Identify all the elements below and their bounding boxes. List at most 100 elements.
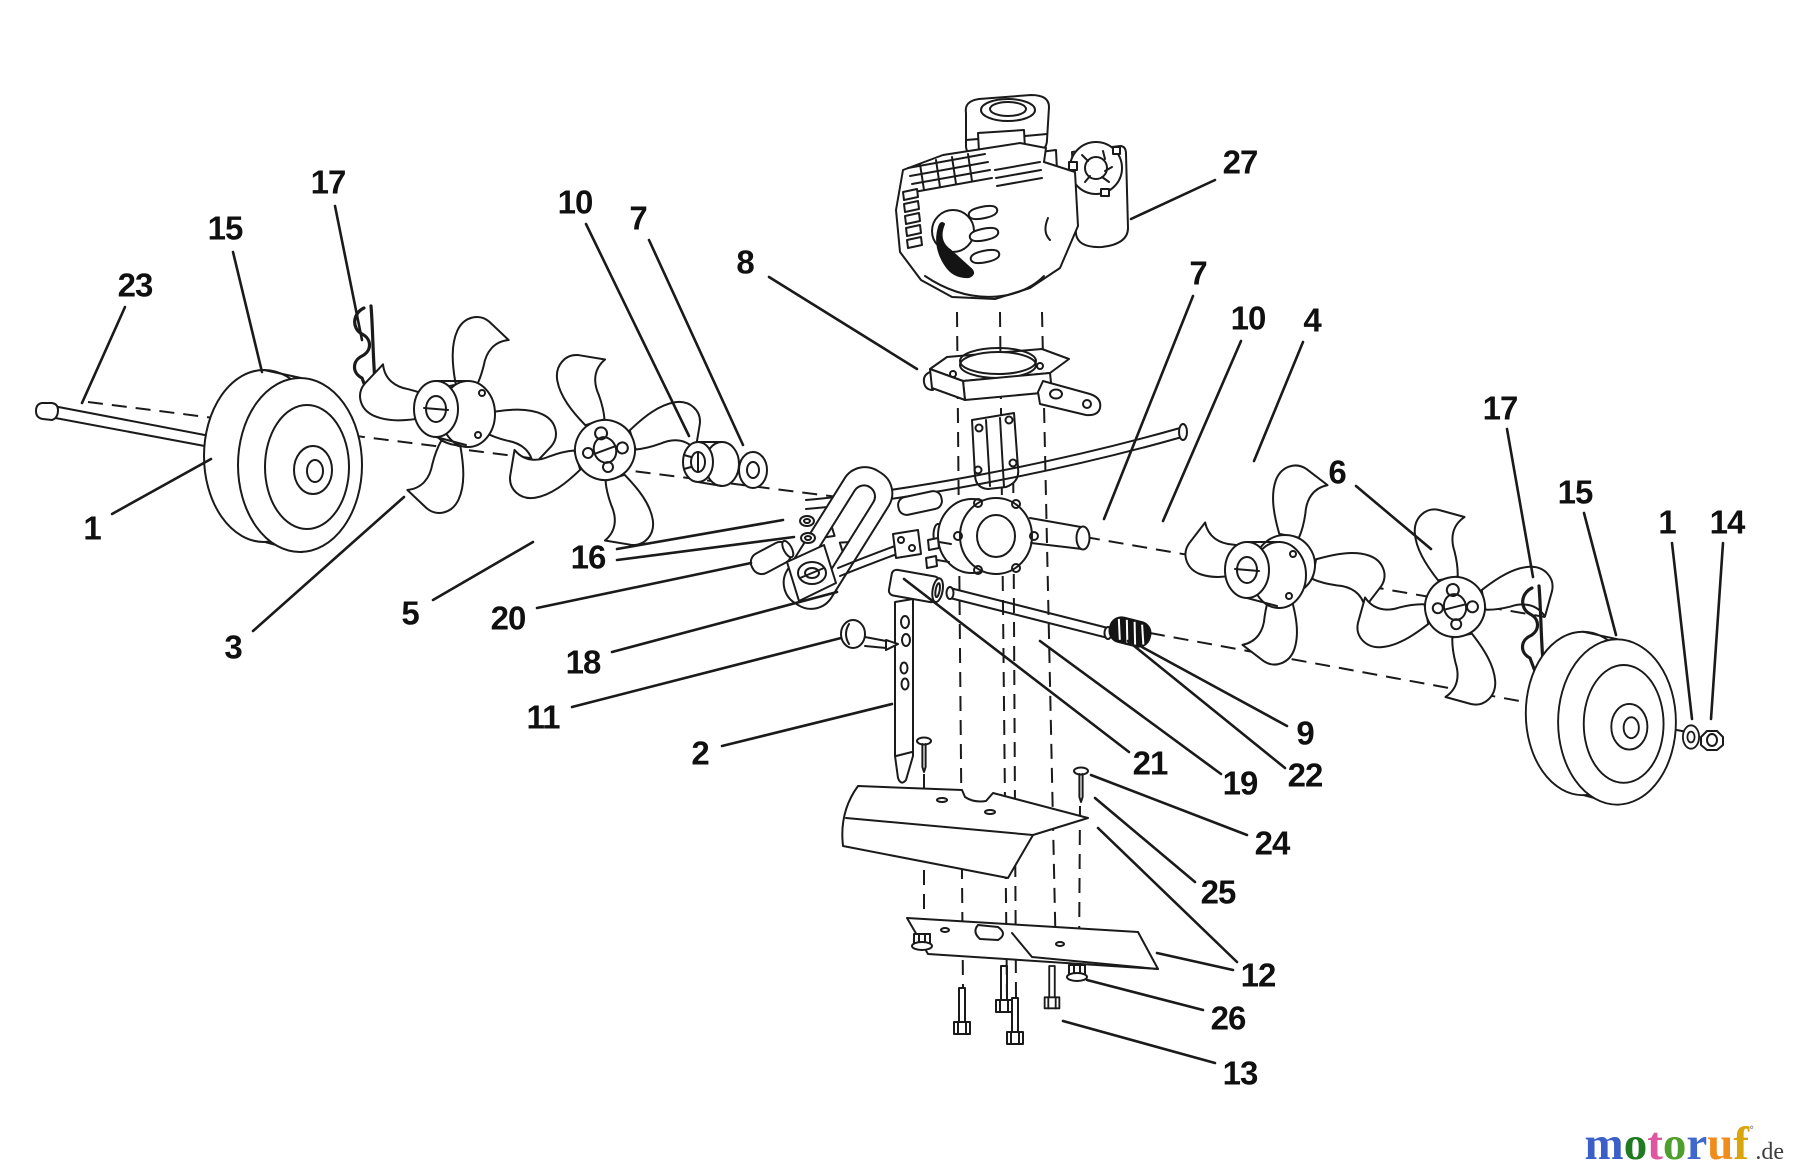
left-wheel	[203, 369, 363, 553]
callout-24: 24	[1254, 824, 1291, 862]
leader-line-17-right	[1505, 427, 1535, 579]
motoruf-logo[interactable]: motoruf˚.de	[1585, 1121, 1784, 1168]
gearbox	[932, 412, 1091, 575]
logo-letter: r	[1686, 1118, 1708, 1170]
callout-18: 18	[565, 643, 602, 681]
bolt-13a	[953, 987, 971, 1035]
callout-12: 12	[1240, 956, 1277, 994]
callout-7-left: 7	[629, 199, 647, 237]
right-wheel	[1524, 630, 1677, 806]
leader-line-23	[80, 305, 127, 405]
bracket-plate-18	[786, 544, 837, 602]
leader-line-20	[535, 561, 753, 610]
logo-mark: ˚	[1749, 1124, 1755, 1141]
leader-line-16	[615, 518, 785, 551]
leader-line-9	[1140, 645, 1289, 728]
gearbox-side-bracket	[837, 529, 952, 577]
callout-10-left: 10	[557, 183, 594, 221]
leader-line-18	[610, 590, 839, 654]
tine-3-hub	[413, 380, 496, 448]
leader-line-13	[1061, 1019, 1217, 1065]
callout-1-left: 1	[83, 509, 101, 547]
callout-4: 4	[1303, 301, 1321, 339]
depth-stake	[894, 598, 914, 784]
callout-6: 6	[1328, 453, 1346, 491]
logo-letter: u	[1707, 1118, 1734, 1170]
logo-letter: o	[1662, 1118, 1687, 1170]
callout-17-right: 17	[1482, 389, 1519, 427]
leader-line-15-left	[231, 250, 264, 374]
leader-line-1-left	[110, 457, 213, 516]
callout-19: 19	[1222, 764, 1259, 802]
screw-24-25	[1073, 766, 1089, 803]
drive-hub-left	[682, 441, 740, 487]
bolt-13d	[1043, 965, 1061, 1010]
leader-lines	[80, 178, 1725, 1065]
screw-front	[916, 736, 932, 773]
leader-line-19	[1038, 639, 1223, 776]
skid-plate-26	[906, 917, 1159, 970]
leader-line-17-left	[333, 204, 364, 342]
logo-letter: f	[1733, 1118, 1750, 1170]
tine-rod-19	[945, 586, 1113, 640]
leader-line-6	[1354, 484, 1433, 551]
leader-line-11	[570, 636, 843, 709]
leader-line-5	[431, 540, 535, 602]
leader-line-15-right	[1582, 511, 1618, 637]
callout-8: 8	[736, 243, 754, 281]
flange-nut-26	[1066, 964, 1088, 982]
bracket-nuts	[799, 515, 816, 544]
washer-right	[1682, 724, 1700, 750]
thumbscrew-11	[840, 619, 899, 651]
leader-line-27	[1129, 178, 1217, 221]
callout-11: 11	[526, 698, 561, 736]
callout-25: 25	[1200, 873, 1237, 911]
engine-mount-plate	[922, 347, 1102, 417]
callout-23: 23	[117, 266, 154, 304]
callout-14: 14	[1709, 503, 1746, 541]
leader-line-3	[251, 495, 406, 633]
leader-line-1-right	[1670, 541, 1694, 721]
callout-13: 13	[1222, 1054, 1259, 1092]
leader-line-4	[1252, 340, 1305, 463]
tine-4-hub	[1224, 541, 1307, 609]
leader-line-8	[767, 275, 919, 371]
leader-line-12	[1096, 826, 1239, 964]
leader-line-25	[1093, 796, 1197, 884]
tine-tube-21	[887, 568, 944, 604]
leader-line-7-left	[647, 238, 745, 447]
bolt-13b	[995, 965, 1013, 1013]
callout-27: 27	[1222, 143, 1259, 181]
leader-line-24	[1089, 773, 1249, 837]
callout-16: 16	[570, 538, 607, 576]
nut-14	[1700, 730, 1724, 751]
callout-5: 5	[401, 594, 419, 632]
leader-line-10-left	[584, 222, 691, 438]
engine	[895, 94, 1129, 300]
callout-2: 2	[691, 734, 709, 772]
grip-tube-20	[749, 539, 795, 576]
callout-20: 20	[490, 599, 527, 637]
leader-line-26	[1085, 978, 1205, 1012]
logo-letter: t	[1647, 1118, 1663, 1170]
callout-3: 3	[224, 628, 242, 666]
callout-1-right: 1	[1658, 503, 1676, 541]
leader-line-21	[902, 577, 1131, 754]
callout-26: 26	[1210, 999, 1247, 1037]
logo-letter: m	[1584, 1118, 1624, 1170]
callout-15-left: 15	[207, 209, 244, 247]
leader-line-16	[615, 535, 796, 562]
leader-line-10-right	[1161, 339, 1243, 523]
callout-21: 21	[1132, 744, 1169, 782]
spring-22	[1105, 613, 1155, 651]
leader-line-22	[1126, 639, 1287, 770]
flange-nut-left	[911, 933, 933, 951]
leader-line-14	[1709, 541, 1725, 721]
logo-suffix: .de	[1755, 1139, 1784, 1165]
callout-7-right: 7	[1189, 254, 1207, 292]
leader-line-12	[1155, 951, 1235, 972]
shield-plate-12	[841, 785, 1089, 879]
leader-line-2	[720, 702, 894, 748]
